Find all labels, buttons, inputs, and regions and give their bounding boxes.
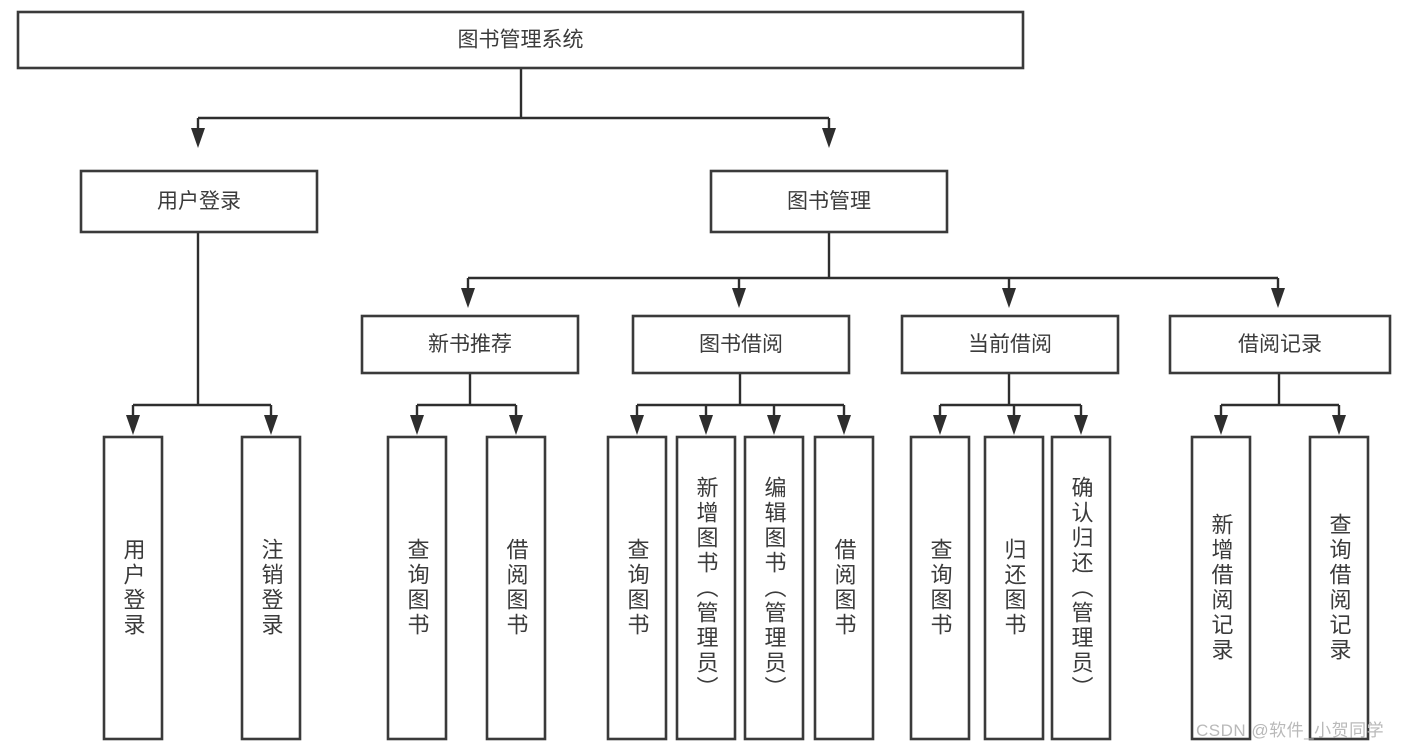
arrow-head-icon [1214, 415, 1228, 435]
root-node-root[interactable] [16, 10, 1025, 70]
arrow-head-icon [822, 128, 836, 148]
leaf-node-leaf-query-book-1[interactable] [386, 435, 448, 741]
arrow-head-icon [461, 288, 475, 308]
arrow-head-icon [699, 415, 713, 435]
node-label-user-login: 用户登录 [157, 190, 241, 213]
arrow-head-icon [191, 128, 205, 148]
leaf-node-leaf-edit-book[interactable] [743, 435, 805, 741]
node-label-book-borrow: 图书借阅 [699, 333, 783, 356]
leaf-node-leaf-return-book[interactable] [983, 435, 1045, 741]
arrow-head-icon [1332, 415, 1346, 435]
arrow-head-icon [509, 415, 523, 435]
arrow-head-icon [630, 415, 644, 435]
arrow-head-icon [933, 415, 947, 435]
leaf-node-leaf-confirm-return[interactable] [1050, 435, 1112, 741]
arrow-head-icon [1007, 415, 1021, 435]
leaf-node-leaf-borrow-book-2[interactable] [813, 435, 875, 741]
level3-node-book-borrow[interactable] [631, 314, 851, 375]
leaf-node-leaf-query-book-2[interactable] [606, 435, 668, 741]
arrow-head-icon [732, 288, 746, 308]
leaf-node-leaf-user-login[interactable] [102, 435, 164, 741]
arrow-head-icon [837, 415, 851, 435]
level3-node-new-book-recommend[interactable] [360, 314, 580, 375]
leaf-node-leaf-add-book[interactable] [675, 435, 737, 741]
node-label-book-manage: 图书管理 [787, 190, 871, 213]
arrow-head-icon [264, 415, 278, 435]
level2-node-book-manage[interactable] [709, 169, 949, 234]
level2-node-user-login[interactable] [79, 169, 319, 234]
level3-node-borrow-record[interactable] [1168, 314, 1392, 375]
arrow-head-icon [410, 415, 424, 435]
node-label-current-borrow: 当前借阅 [968, 333, 1052, 356]
csdn-watermark: CSDN @软件_小贺同学 [1196, 721, 1385, 740]
level3-node-current-borrow[interactable] [900, 314, 1120, 375]
connector-layer [126, 68, 1346, 435]
leaf-node-leaf-logout[interactable] [240, 435, 302, 741]
leaf-node-leaf-borrow-book-1[interactable] [485, 435, 547, 741]
leaf-node-leaf-add-record[interactable] [1190, 435, 1252, 741]
node-label-new-book-recommend: 新书推荐 [428, 333, 512, 356]
arrow-head-icon [1074, 415, 1088, 435]
node-box-layer [16, 10, 1392, 741]
node-label-borrow-record: 借阅记录 [1238, 333, 1322, 356]
leaf-node-leaf-query-record[interactable] [1308, 435, 1370, 741]
arrow-head-icon [767, 415, 781, 435]
arrow-head-icon [126, 415, 140, 435]
arrow-head-icon [1002, 288, 1016, 308]
arrow-head-icon [1271, 288, 1285, 308]
leaf-node-leaf-query-book-3[interactable] [909, 435, 971, 741]
node-label-root: 图书管理系统 [458, 29, 584, 52]
